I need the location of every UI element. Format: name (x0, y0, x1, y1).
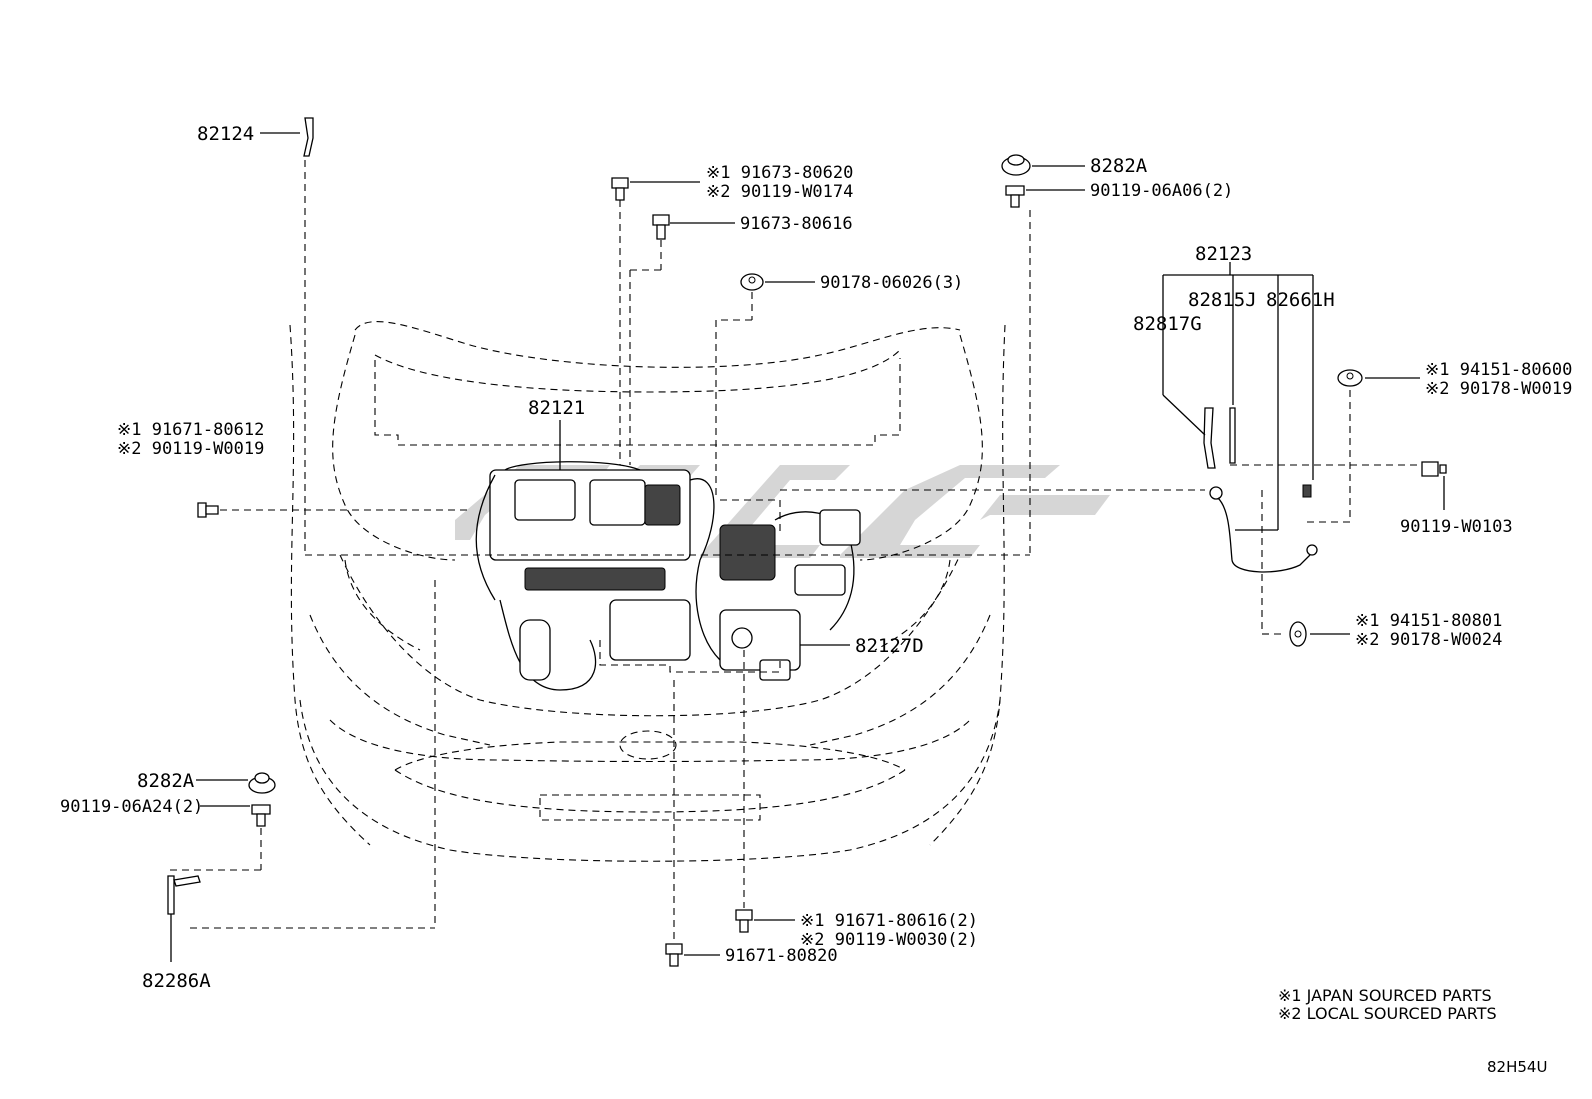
vehicle-outline (289, 321, 1006, 862)
label-94151-80600: ※1 94151-80600 (1425, 360, 1572, 380)
clip-icon-8282A-left (248, 772, 276, 794)
connection-lines (170, 160, 1420, 942)
label-90119-W0030: ※2 90119-W0030(2) (800, 930, 978, 950)
label-90119-06A24: 90119-06A24(2) (60, 797, 203, 817)
label-8282A-top: 8282A (1090, 155, 1148, 177)
label-82815J: 82815J (1188, 289, 1257, 311)
bolt-icon-90119-06A06 (1005, 185, 1025, 208)
label-90178-W0019: ※2 90178-W0019 (1425, 379, 1572, 399)
bolt-icon-90119-W0103 (1421, 461, 1447, 477)
label-82121: 82121 (528, 397, 585, 419)
nut-icon-94151-80801 (1289, 621, 1307, 647)
label-91671-80616: ※1 91671-80616(2) (800, 911, 978, 931)
bolt-icon-91671-80820 (665, 943, 683, 967)
label-91671-80820: 91671-80820 (725, 946, 838, 966)
leader-lines (170, 132, 1445, 962)
wire-82286A (167, 875, 201, 915)
label-94151-80801: ※1 94151-80801 (1355, 611, 1502, 631)
bolt-icon-90119-06A24 (251, 804, 271, 827)
label-8282A-left: 8282A (137, 770, 195, 792)
label-90119-06A06: 90119-06A06(2) (1090, 181, 1233, 201)
wire-82123 (1203, 407, 1318, 573)
note-local-sourced: ※2 LOCAL SOURCED PARTS (1278, 1004, 1497, 1023)
label-91673-80616: 91673-80616 (740, 214, 853, 234)
label-90119-W0174: ※2 90119-W0174 (706, 182, 853, 202)
label-91673-80620: ※1 91673-80620 (706, 163, 853, 183)
bolt-icon-91673-80616 (652, 214, 670, 240)
nut-icon-94151-80600 (1337, 369, 1363, 387)
bolt-icon-91673-80620 (611, 177, 629, 201)
engine-wire-harness (475, 461, 861, 691)
label-82124: 82124 (197, 123, 254, 145)
label-91671-80612: ※1 91671-80612 (117, 420, 264, 440)
label-90178-W0024: ※2 90178-W0024 (1355, 630, 1502, 650)
label-82127D: 82127D (855, 635, 924, 657)
bolt-icon-91671-80612 (197, 502, 219, 518)
label-82817G: 82817G (1133, 313, 1202, 335)
label-82286A: 82286A (142, 970, 211, 992)
label-82661H: 82661H (1266, 289, 1335, 311)
label-90119-W0019: ※2 90119-W0019 (117, 439, 264, 459)
label-90119-W0103: 90119-W0103 (1400, 517, 1513, 537)
wire-82124 (303, 117, 314, 157)
label-90178-06026: 90178-06026(3) (820, 273, 963, 293)
diagram-code: 82H54U (1487, 1058, 1547, 1076)
clip-icon-8282A-top (1001, 154, 1031, 176)
bolt-icon-91671-80616 (735, 909, 753, 933)
note-japan-sourced: ※1 JAPAN SOURCED PARTS (1278, 986, 1492, 1005)
nut-icon-90178-06026 (740, 273, 764, 291)
label-82123: 82123 (1195, 243, 1252, 265)
